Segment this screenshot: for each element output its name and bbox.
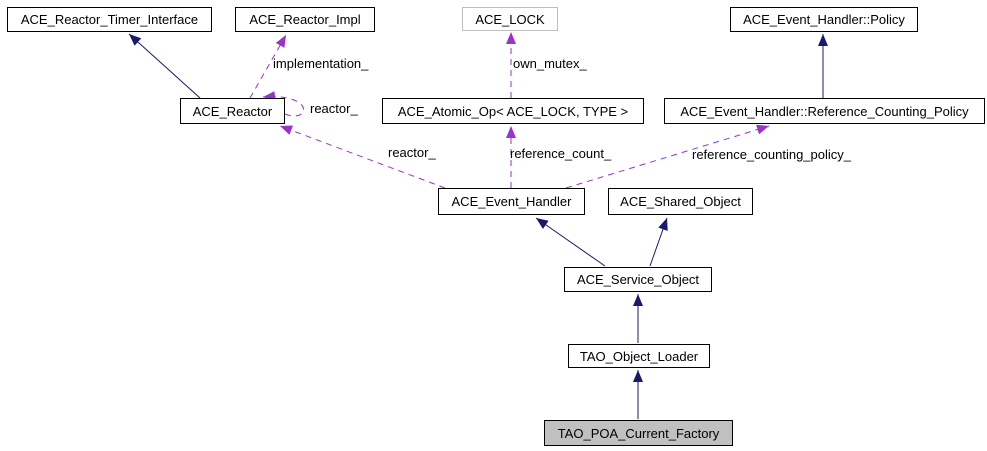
class-box-tao-poa-current-factory: TAO_POA_Current_Factory: [544, 420, 733, 446]
edge-label-reference-count: reference_count_: [510, 146, 612, 161]
edge-label-reference-counting-policy: reference_counting_policy_: [692, 147, 851, 162]
edge-inherit-reactor-to-timer-interface: [128, 33, 201, 99]
edge-label-reactor: reactor_: [388, 145, 436, 160]
class-box-tao-object-loader[interactable]: TAO_Object_Loader: [568, 344, 710, 368]
class-box-ace-shared-object[interactable]: ACE_Shared_Object: [608, 188, 753, 215]
edge-usage-reactor-self-loop: [262, 91, 305, 117]
usage-edges: [249, 32, 770, 189]
class-box-ace-reactor-timer-interface[interactable]: ACE_Reactor_Timer_Interface: [7, 7, 212, 32]
edge-label-implementation: implementation_: [273, 56, 369, 71]
edge-usage-reference-counting-policy: [565, 124, 770, 189]
edge-usage-implementation: [249, 34, 287, 99]
edge-inherit-serviceobject-to-eventhandler: [535, 217, 606, 267]
inheritance-edges: [128, 33, 828, 419]
edge-usage-reactor: [279, 125, 446, 189]
class-box-ace-reactor[interactable]: ACE_Reactor: [180, 98, 285, 124]
edge-label-reactor-self: reactor_: [310, 101, 358, 116]
class-box-ace-lock[interactable]: ACE_LOCK: [462, 7, 558, 31]
class-box-ace-event-handler[interactable]: ACE_Event_Handler: [438, 188, 585, 215]
edge-inherit-serviceobject-to-sharedobject: [649, 217, 668, 267]
class-box-ace-reactor-impl[interactable]: ACE_Reactor_Impl: [235, 7, 375, 32]
edge-label-own-mutex: own_mutex_: [513, 56, 587, 71]
class-box-ace-event-handler-policy[interactable]: ACE_Event_Handler::Policy: [730, 7, 918, 32]
class-box-ace-eh-reference-counting-policy[interactable]: ACE_Event_Handler::Reference_Counting_Po…: [664, 98, 985, 124]
class-box-ace-atomic-op[interactable]: ACE_Atomic_Op< ACE_LOCK, TYPE >: [382, 98, 644, 124]
class-box-ace-service-object[interactable]: ACE_Service_Object: [564, 267, 712, 292]
